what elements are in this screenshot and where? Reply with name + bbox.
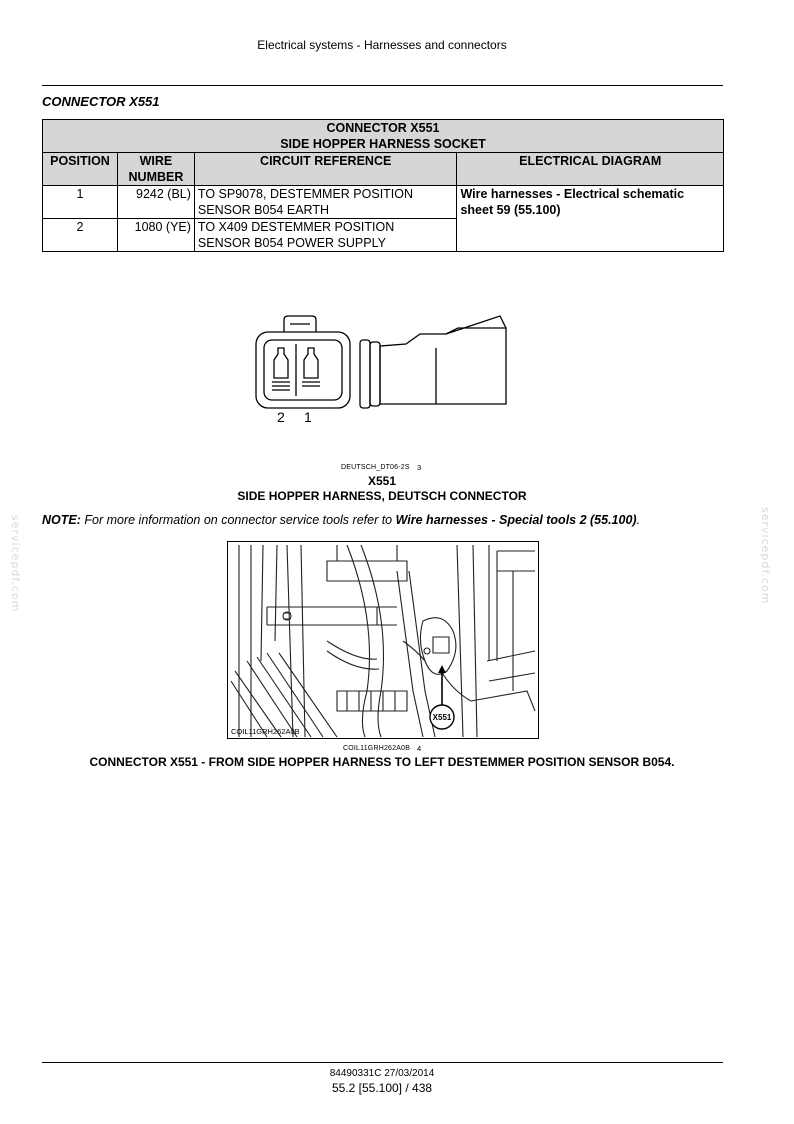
col-wire-line1: WIRE bbox=[139, 154, 173, 168]
table-header-row: POSITION WIRE NUMBER CIRCUIT REFERENCE E… bbox=[42, 152, 724, 186]
header-rule bbox=[42, 85, 723, 86]
connector-front-inner bbox=[263, 339, 343, 401]
table-row: 2 1080 (YE) TO X409 DESTEMMER POSITION S… bbox=[42, 218, 724, 252]
footer-rule bbox=[42, 1062, 723, 1063]
connector-latch-side bbox=[445, 315, 507, 335]
figure4-caption: CONNECTOR X551 - FROM SIDE HOPPER HARNES… bbox=[89, 755, 675, 769]
pin-2-cavity bbox=[273, 347, 289, 379]
row2-position: 2 bbox=[42, 218, 118, 252]
callout-arrow-head bbox=[438, 665, 446, 673]
figure4-number: 4 bbox=[417, 744, 422, 753]
connector-front-outline bbox=[255, 331, 351, 409]
table-title-line1: CONNECTOR X551 bbox=[326, 121, 440, 135]
row1-circuit-line2: SENSOR B054 EARTH bbox=[197, 203, 329, 217]
table-title-line2: SIDE HOPPER HARNESS SOCKET bbox=[280, 137, 486, 151]
table-title: CONNECTOR X551 SIDE HOPPER HARNESS SOCKE… bbox=[42, 119, 724, 153]
table-row: 1 9242 (BL) TO SP9078, DESTEMMER POSITIO… bbox=[42, 185, 724, 252]
figure3-number: 3 bbox=[417, 463, 422, 472]
row2-circuit-line2: SENSOR B054 POWER SUPPLY bbox=[197, 236, 386, 250]
figure3-caption-line1: X551 bbox=[367, 474, 397, 488]
page-header-title: Electrical systems - Harnesses and conne… bbox=[257, 38, 507, 52]
connector-body-side bbox=[379, 327, 507, 405]
footer-doc-code: 84490331C 27/03/2014 bbox=[329, 1068, 435, 1079]
row2-circuit-line1: TO X409 DESTEMMER POSITION bbox=[197, 220, 395, 234]
pin-label-1: 1 bbox=[304, 409, 312, 425]
watermark-left: servicepdf.com bbox=[9, 515, 22, 613]
diagram-line1: Wire harnesses - Electrical schematic bbox=[460, 187, 685, 201]
note-label: NOTE: bbox=[42, 513, 81, 527]
col-circuit-reference: CIRCUIT REFERENCE bbox=[193, 152, 458, 186]
connector-table: CONNECTOR X551 SIDE HOPPER HARNESS SOCKE… bbox=[42, 119, 724, 252]
col-wire-number: WIRE NUMBER bbox=[116, 152, 195, 186]
deutsch-connector-drawing: 2 1 bbox=[255, 315, 507, 425]
row1-circuit-line1: TO SP9078, DESTEMMER POSITION bbox=[197, 187, 414, 201]
footer-page-number: 55.2 [55.100] / 438 bbox=[331, 1081, 433, 1095]
row2-wire: 1080 (YE) bbox=[116, 218, 195, 252]
figure4-inner-code: COIL11GRH262A0B bbox=[231, 727, 300, 736]
connector-location-illustration: X551 COIL11GRH262A0B bbox=[227, 541, 539, 739]
figure3-caption-line2: SIDE HOPPER HARNESS, DEUTSCH CONNECTOR bbox=[237, 489, 527, 503]
watermark-right: servicepdf.com bbox=[759, 507, 772, 605]
connector-seal-2 bbox=[369, 341, 381, 407]
connector-seal-1 bbox=[359, 339, 371, 409]
callout-label: X551 bbox=[433, 713, 452, 722]
col-electrical-diagram: ELECTRICAL DIAGRAM bbox=[456, 152, 724, 186]
note-link[interactable]: Wire harnesses - Special tools 2 (55.100… bbox=[395, 513, 637, 527]
diagram-reference-link[interactable]: Wire harnesses - Electrical schematic sh… bbox=[456, 185, 724, 252]
note-text: For more information on connector servic… bbox=[80, 513, 396, 527]
row2-circuit: TO X409 DESTEMMER POSITION SENSOR B054 P… bbox=[193, 218, 458, 252]
note-paragraph: NOTE: For more information on connector … bbox=[42, 513, 640, 527]
row1-position: 1 bbox=[42, 185, 118, 219]
row1-wire: 9242 (BL) bbox=[116, 185, 195, 219]
section-title: CONNECTOR X551 bbox=[42, 94, 160, 109]
figure3-code: DEUTSCH_DT06-2S bbox=[341, 464, 410, 471]
pin-1-cavity bbox=[303, 347, 319, 379]
table-title-row: CONNECTOR X551 SIDE HOPPER HARNESS SOCKE… bbox=[42, 119, 724, 153]
pin-label-2: 2 bbox=[277, 409, 285, 425]
note-end: . bbox=[636, 513, 641, 527]
callout-circle bbox=[429, 704, 455, 730]
diagram-line2: sheet 59 (55.100) bbox=[460, 203, 561, 217]
col-position: POSITION bbox=[42, 152, 118, 186]
row1-circuit: TO SP9078, DESTEMMER POSITION SENSOR B05… bbox=[193, 185, 458, 219]
col-wire-line2: NUMBER bbox=[128, 170, 184, 184]
figure4-code: COIL11GRH262A0B bbox=[343, 745, 411, 752]
connector-latch bbox=[283, 315, 317, 332]
